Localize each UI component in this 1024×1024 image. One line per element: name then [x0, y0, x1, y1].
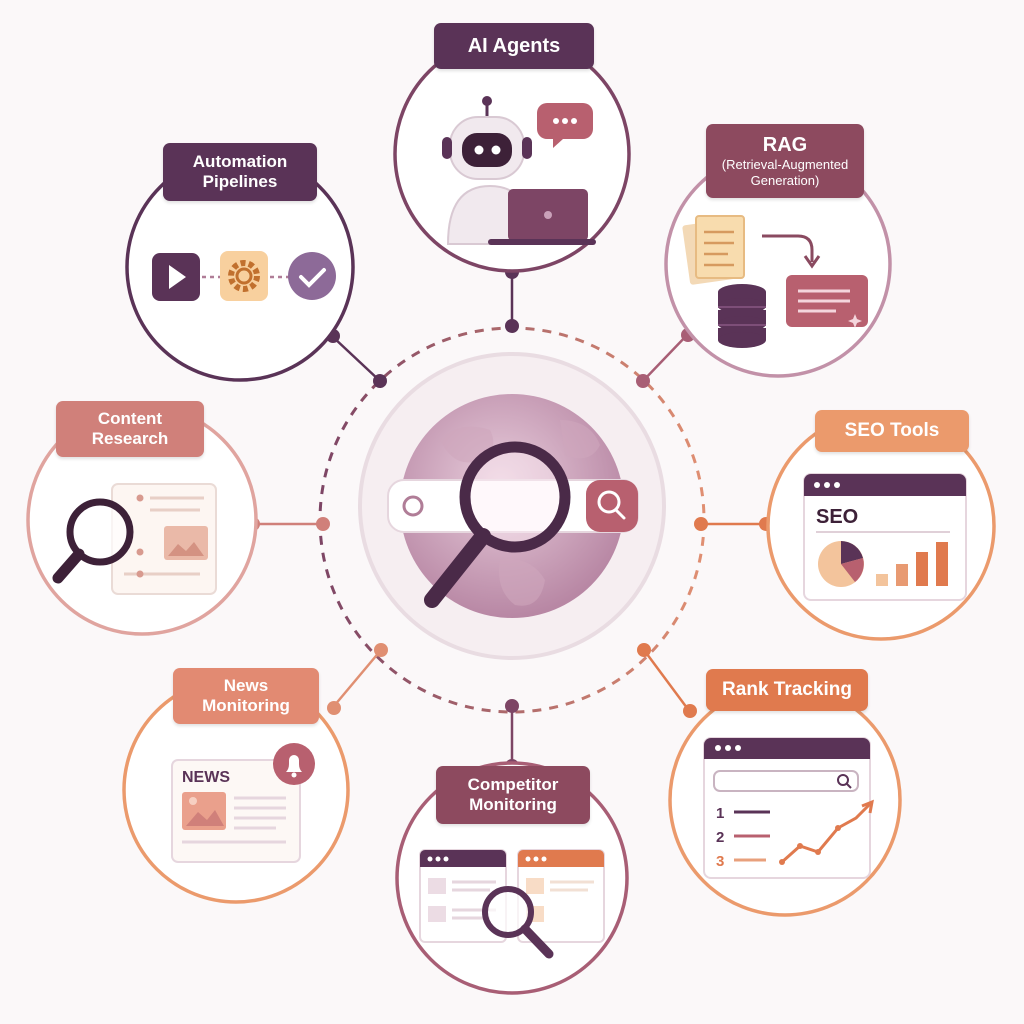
label-news-line2: Monitoring	[202, 696, 290, 715]
label-content-line1: Content	[97, 409, 163, 429]
rank-2: 2	[716, 829, 724, 846]
label-rag: RAG (Retrieval-Augmented Generation)	[706, 124, 864, 198]
label-rag-subtitle-1: (Retrieval-Augmented	[721, 156, 849, 172]
rank-1: 1	[716, 805, 724, 822]
label-automation-line1: Automation	[192, 152, 288, 172]
label-competitor-monitoring: Competitor Monitoring	[436, 766, 590, 824]
label-competitor-line2: Monitoring	[469, 795, 557, 814]
newspaper-bell-icon: NEWS	[171, 743, 315, 863]
label-rag-title: RAG	[762, 133, 808, 156]
magnifier-article-icon	[52, 483, 217, 595]
label-rag-subtitle-2: Generation)	[750, 172, 820, 188]
play-gear-check-icon	[152, 251, 336, 301]
connector-rag	[641, 333, 689, 383]
compare-windows-icon	[419, 849, 605, 959]
label-rank-tracking: Rank Tracking	[706, 669, 868, 711]
label-news-line1: News	[223, 676, 269, 696]
connector-news	[333, 649, 382, 707]
label-seo-tools: SEO Tools	[815, 410, 969, 452]
news-panel-text: NEWS	[182, 769, 230, 786]
seo-panel-text: SEO	[816, 506, 858, 528]
label-seo-tools-text: SEO Tools	[844, 420, 940, 442]
label-content-line2: Research	[91, 429, 169, 448]
label-automation-pipelines: Automation Pipelines	[163, 143, 317, 201]
connector-automation	[332, 336, 381, 382]
document-database-icon	[682, 215, 868, 348]
rank-3: 3	[716, 853, 724, 870]
globe-search-icon	[358, 352, 666, 660]
label-news-monitoring: News Monitoring	[173, 668, 319, 724]
robot-laptop-icon	[442, 96, 596, 245]
label-rank-tracking-text: Rank Tracking	[722, 679, 852, 701]
label-ai-agents: AI Agents	[434, 23, 594, 69]
connectors	[253, 270, 766, 766]
label-competitor-line1: Competitor	[467, 775, 559, 795]
label-content-research: Content Research	[56, 401, 204, 457]
label-ai-agents-text: AI Agents	[467, 34, 561, 57]
label-automation-line2: Pipelines	[202, 172, 278, 191]
seo-dashboard-icon: SEO	[803, 473, 967, 601]
connector-rank	[642, 649, 692, 713]
ranking-chart-icon: 1 2 3	[703, 737, 874, 879]
